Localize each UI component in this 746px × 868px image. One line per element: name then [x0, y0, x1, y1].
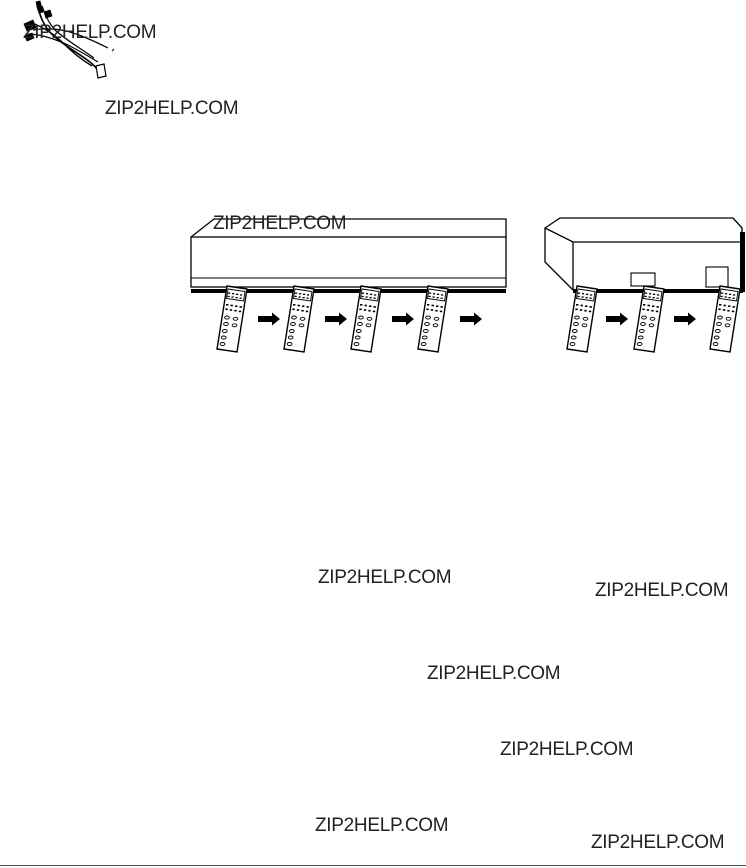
watermark: ZIP2HELP.COM	[318, 567, 452, 588]
watermark: ZIP2HELP.COM	[23, 22, 157, 43]
dvd-player-front-icon	[190, 218, 507, 293]
watermark: ZIP2HELP.COM	[500, 739, 634, 760]
watermark: ZIP2HELP.COM	[105, 98, 239, 119]
watermark: ZIP2HELP.COM	[595, 580, 729, 601]
remote-control-icon	[566, 285, 741, 353]
page-bottom-rule	[0, 865, 746, 866]
watermark: ZIP2HELP.COM	[213, 213, 347, 234]
watermark: ZIP2HELP.COM	[427, 663, 561, 684]
watermark: ZIP2HELP.COM	[591, 832, 725, 853]
watermark: ZIP2HELP.COM	[315, 815, 449, 836]
av-cable-icon	[23, 0, 115, 79]
dvd-player-angled-icon	[544, 217, 745, 293]
